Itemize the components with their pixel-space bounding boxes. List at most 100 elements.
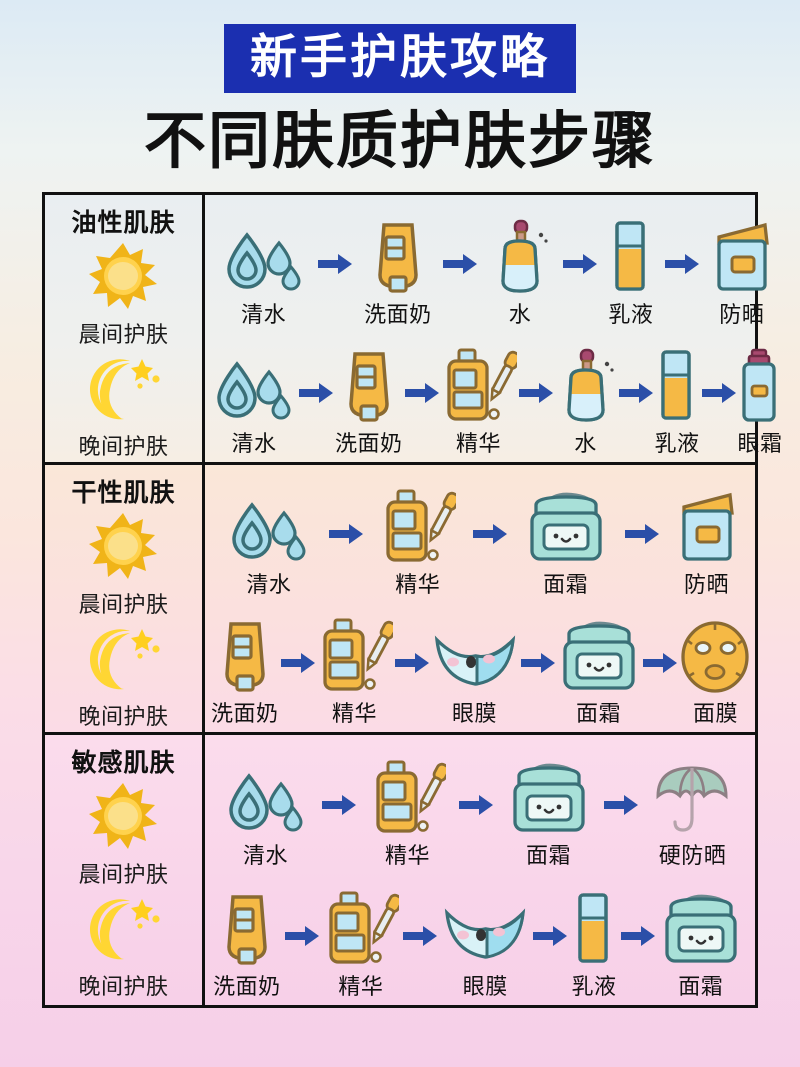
serum-dropper-icon (370, 758, 446, 836)
step-面霜[interactable]: 面霜 (524, 487, 608, 599)
step-label: 洗面奶 (211, 701, 279, 727)
step-乳液[interactable]: 乳液 (608, 217, 653, 329)
step-arrow-icon (623, 495, 661, 573)
moon-icon (82, 623, 164, 698)
serum-dropper-icon (317, 616, 393, 694)
step-label: 面霜 (576, 701, 622, 727)
water-drops-icon (223, 758, 309, 836)
cream-jar-icon (507, 758, 591, 836)
step-label: 面膜 (693, 701, 739, 727)
step-arrow-icon (471, 495, 509, 573)
eye-mask-icon (441, 889, 529, 967)
step-label: 水 (574, 431, 597, 457)
routine-card-dry: 干性肌肤晨间护肤晚间护肤清水精华面霜防晒洗面奶精华眼膜面霜面膜 (45, 465, 755, 736)
sun-icon (87, 781, 159, 856)
morning-block: 晨间护肤 (78, 781, 168, 889)
step-arrow-icon (393, 624, 431, 702)
evening-step-row: 清水 洗面奶 精华 水 乳液 眼霜 (211, 329, 783, 459)
step-label: 眼膜 (452, 701, 498, 727)
step-精华[interactable]: 精华 (323, 889, 399, 1001)
page-title-container: 不同肤质护肤步骤 (0, 109, 800, 174)
skin-type-title: 油性肌肤 (71, 209, 176, 238)
step-label: 洗面奶 (364, 301, 432, 327)
cleanser-tube-icon (221, 889, 273, 967)
step-面霜[interactable]: 面霜 (557, 616, 641, 728)
step-label: 眼霜 (737, 431, 783, 457)
step-arrow-icon (561, 225, 599, 303)
skin-type-title: 干性肌肤 (71, 479, 176, 508)
step-防晒[interactable]: 防晒 (676, 487, 738, 599)
step-label: 清水 (231, 431, 277, 457)
eye-mask-icon (431, 616, 519, 694)
step-arrow-icon (602, 766, 640, 844)
step-label: 精华 (456, 431, 502, 457)
step-arrow-icon (327, 495, 365, 573)
step-洗面奶[interactable]: 洗面奶 (213, 889, 281, 1001)
step-label: 精华 (384, 843, 430, 869)
step-arrow-icon (441, 225, 479, 303)
step-arrow-icon (283, 897, 321, 975)
sun-icon (87, 511, 159, 586)
water-drops-icon (221, 217, 307, 295)
step-硬防晒[interactable]: 硬防晒 (652, 758, 734, 870)
step-面霜[interactable]: 面霜 (659, 889, 743, 1001)
water-drops-icon (226, 487, 312, 565)
evening-block: 晚间护肤 (78, 353, 168, 461)
step-面霜[interactable]: 面霜 (507, 758, 591, 870)
step-水[interactable]: 水 (489, 217, 551, 329)
sunscreen-tube-icon (676, 487, 738, 565)
eye-cream-icon (738, 346, 782, 424)
step-面膜[interactable]: 面膜 (679, 616, 753, 728)
step-label: 清水 (246, 571, 292, 597)
step-清水[interactable]: 清水 (221, 217, 307, 329)
step-眼膜[interactable]: 眼膜 (441, 889, 529, 1001)
step-眼霜[interactable]: 眼霜 (738, 346, 783, 458)
cream-jar-icon (659, 889, 743, 967)
evening-step-row: 洗面奶精华眼膜 乳液面霜 (211, 870, 745, 1001)
step-防晒[interactable]: 防晒 (711, 217, 773, 329)
skin-type-column: 干性肌肤晨间护肤晚间护肤 (45, 465, 205, 733)
morning-label: 晨间护肤 (78, 862, 169, 888)
steps-column: 清水精华面霜硬防晒洗面奶精华眼膜乳液面霜 (205, 735, 755, 1005)
step-眼膜[interactable]: 眼膜 (431, 616, 519, 728)
moon-icon (82, 353, 164, 428)
step-精华[interactable]: 精华 (441, 346, 517, 458)
step-水[interactable]: 水 (555, 346, 617, 458)
page-title: 不同肤质护肤步骤 (143, 107, 656, 177)
step-label: 洗面奶 (335, 431, 403, 457)
step-洗面奶[interactable]: 洗面奶 (335, 346, 403, 458)
step-清水[interactable]: 清水 (211, 346, 297, 458)
step-乳液[interactable]: 乳液 (572, 889, 617, 1001)
step-洗面奶[interactable]: 洗面奶 (211, 616, 279, 728)
step-精华[interactable]: 精华 (317, 616, 393, 728)
steps-column: 清水精华面霜防晒洗面奶精华眼膜面霜面膜 (205, 465, 763, 732)
step-label: 乳液 (654, 431, 700, 457)
step-精华[interactable]: 精华 (370, 758, 446, 870)
step-label: 防晒 (719, 301, 765, 327)
step-arrow-icon (617, 354, 655, 432)
step-arrow-icon (401, 897, 439, 975)
routine-card-sens: 敏感肌肤晨间护肤晚间护肤清水精华面霜硬防晒洗面奶精华眼膜乳液面霜 (45, 735, 755, 1006)
evening-label: 晚间护肤 (78, 974, 169, 1000)
routine-cards: 油性肌肤晨间护肤晚间护肤清水洗面奶水乳液防晒清水洗面奶精华水乳液眼霜干性肌肤晨间… (42, 192, 782, 1009)
step-清水[interactable]: 清水 (223, 758, 309, 870)
cleanser-tube-icon (372, 217, 424, 295)
step-洗面奶[interactable]: 洗面奶 (364, 217, 432, 329)
step-arrow-icon (619, 897, 657, 975)
step-清水[interactable]: 清水 (226, 487, 312, 599)
routine-card-oily: 油性肌肤晨间护肤晚间护肤清水洗面奶水乳液防晒清水洗面奶精华水乳液眼霜 (45, 195, 782, 466)
step-label: 眼膜 (462, 974, 508, 1000)
steps-column: 清水洗面奶水乳液防晒清水洗面奶精华水乳液眼霜 (205, 195, 793, 462)
evening-step-row: 洗面奶 精华 眼膜 面霜 面膜 (211, 599, 753, 729)
skin-type-column: 敏感肌肤晨间护肤晚间护肤 (45, 735, 205, 1006)
header-banner-container: 新手护肤攻略 (0, 0, 800, 94)
serum-dropper-icon (441, 346, 517, 424)
lotion-bottle-icon (574, 889, 614, 967)
step-label: 精华 (332, 701, 378, 727)
step-精华[interactable]: 精华 (380, 487, 456, 599)
serum-dropper-icon (380, 487, 456, 565)
step-乳液[interactable]: 乳液 (655, 346, 700, 458)
evening-block: 晚间护肤 (78, 893, 168, 1001)
lotion-bottle-icon (611, 217, 651, 295)
morning-block: 晨间护肤 (78, 511, 168, 619)
